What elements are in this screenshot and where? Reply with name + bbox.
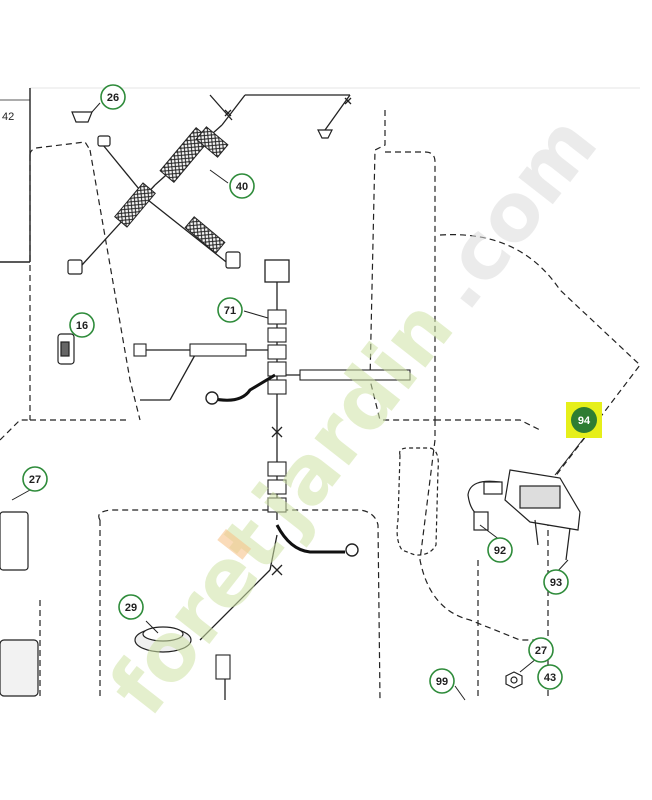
frame-lines bbox=[0, 87, 640, 263]
part-29-horn bbox=[134, 626, 192, 653]
ground-cable-lower bbox=[275, 524, 345, 554]
callout-40[interactable]: 40 bbox=[229, 173, 255, 199]
svg-text:.com: .com bbox=[409, 98, 615, 326]
svg-text:40: 40 bbox=[236, 181, 248, 193]
ground-cable-upper bbox=[209, 373, 276, 402]
part-94-switch bbox=[504, 469, 581, 561]
callout-99[interactable]: 99 bbox=[429, 668, 455, 694]
callout-27-left[interactable]: 27 bbox=[22, 466, 48, 492]
edge-number-42: 42 bbox=[2, 111, 14, 123]
svg-text:99: 99 bbox=[436, 676, 448, 688]
callout-71[interactable]: 71 bbox=[217, 297, 243, 323]
svg-text:27: 27 bbox=[535, 645, 547, 657]
svg-text:94: 94 bbox=[578, 415, 591, 427]
pedal-part bbox=[396, 447, 439, 556]
part-43-nut bbox=[505, 671, 523, 689]
left-lower-parts bbox=[0, 511, 39, 697]
svg-text:93: 93 bbox=[550, 577, 562, 589]
svg-text:71: 71 bbox=[224, 305, 236, 317]
callout-26[interactable]: 26 bbox=[100, 84, 126, 110]
callout-27-right[interactable]: 27 bbox=[528, 637, 554, 663]
watermark-logo: foret jardin .com bbox=[92, 98, 615, 731]
harness-71-segments bbox=[133, 309, 411, 680]
ring-terminal bbox=[205, 391, 219, 405]
svg-text:43: 43 bbox=[544, 672, 556, 684]
callout-93[interactable]: 93 bbox=[543, 569, 569, 595]
svg-text:92: 92 bbox=[494, 545, 506, 557]
harness-connectors bbox=[67, 111, 333, 275]
callout-16[interactable]: 16 bbox=[69, 312, 95, 338]
watermark-accent bbox=[217, 529, 252, 560]
callout-94-highlighted[interactable]: 94 bbox=[566, 402, 602, 438]
part-16-relay bbox=[57, 333, 75, 365]
svg-text:27: 27 bbox=[29, 474, 41, 486]
cross-markers bbox=[224, 97, 352, 576]
callout-43[interactable]: 43 bbox=[537, 664, 563, 690]
callout-92[interactable]: 92 bbox=[487, 537, 513, 563]
ring-terminal-lower bbox=[345, 543, 359, 557]
leader-lines bbox=[11, 102, 585, 701]
svg-text:29: 29 bbox=[125, 602, 137, 614]
svg-text:16: 16 bbox=[76, 320, 88, 332]
part-92-wire bbox=[467, 480, 503, 531]
svg-text:26: 26 bbox=[107, 92, 119, 104]
callout-29[interactable]: 29 bbox=[118, 594, 144, 620]
braided-sleeves bbox=[114, 126, 229, 254]
chassis-outline bbox=[0, 110, 641, 701]
